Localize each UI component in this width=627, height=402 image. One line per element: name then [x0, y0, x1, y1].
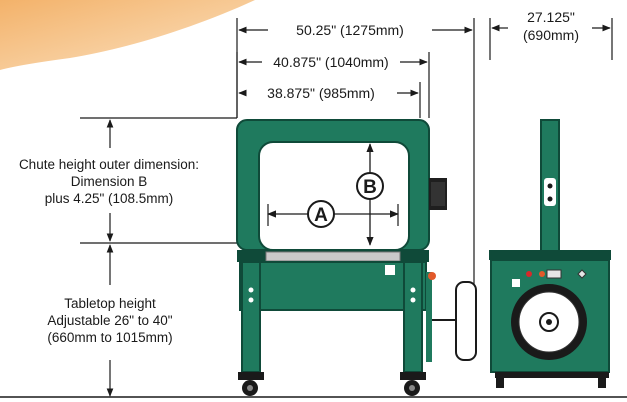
marker-a: A	[307, 200, 335, 228]
chute-width-label: 38.875" (985mm)	[267, 85, 375, 101]
side-view-machine	[489, 119, 611, 388]
dimension-lines	[236, 18, 613, 310]
marker-a-label: A	[314, 205, 328, 226]
depth-label-line1: 27.125"	[527, 9, 575, 25]
tabletop-note-line1: Tabletop height	[64, 296, 156, 311]
tabletop-note-line2: Adjustable 26" to 40"	[47, 313, 173, 328]
corner-swoosh	[0, 0, 255, 70]
tabletop-note-line3: (660mm to 1015mm)	[47, 330, 173, 345]
tabletop-height-note: Tabletop height Adjustable 26" to 40" (6…	[10, 295, 210, 346]
front-view-machine	[236, 119, 477, 396]
overall-width-label: 50.25" (1275mm)	[296, 22, 404, 38]
chute-height-note: Chute height outer dimension: Dimension …	[4, 156, 214, 207]
marker-b: B	[356, 172, 384, 200]
marker-b-label: B	[363, 177, 377, 198]
chute-note-line3: plus 4.25" (108.5mm)	[44, 191, 174, 206]
chute-note-line2: Dimension B	[70, 174, 148, 189]
table-width-label: 40.875" (1040mm)	[273, 54, 388, 70]
depth-label-line2: (690mm)	[523, 27, 579, 43]
height-dimension-lines	[80, 117, 237, 397]
chute-note-line1: Chute height outer dimension:	[18, 157, 200, 172]
